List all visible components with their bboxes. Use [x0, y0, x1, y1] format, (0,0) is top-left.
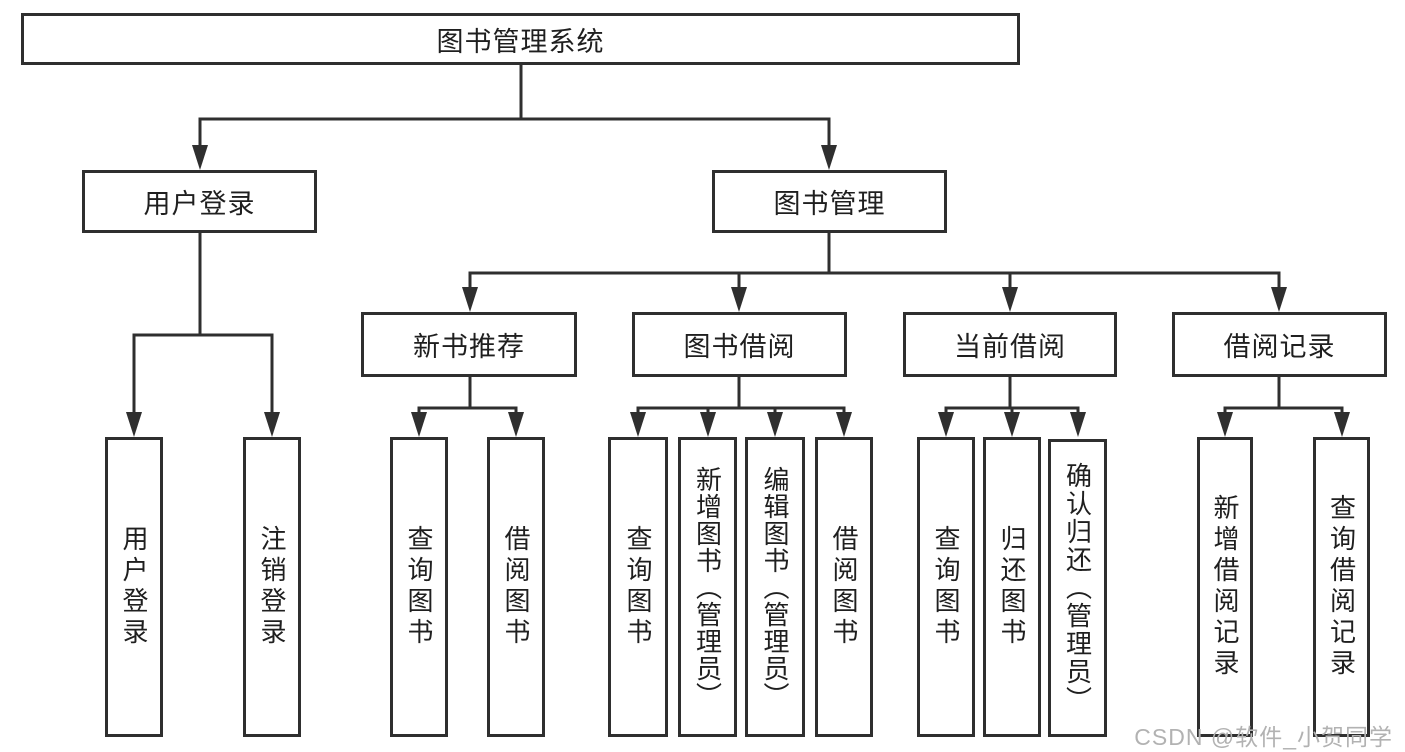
- leaf-borrow-books-borrowing: 借阅图书: [815, 437, 873, 737]
- leaf-borrow-books-recommend: 借阅图书: [487, 437, 545, 737]
- leaf-add-borrow-record: 新增借阅记录: [1197, 437, 1253, 737]
- leaf-confirm-return-admin: 确认归还（管理员）: [1048, 439, 1107, 737]
- node-new-book-recommendation: 新书推荐: [361, 312, 577, 377]
- leaf-logout: 注销登录: [243, 437, 301, 737]
- leaf-edit-books-admin: 编辑图书（管理员）: [745, 437, 805, 737]
- leaf-query-books-borrowing: 查询图书: [608, 437, 668, 737]
- node-book-borrowing: 图书借阅: [632, 312, 847, 377]
- leaf-return-books: 归还图书: [983, 437, 1041, 737]
- node-current-borrowing: 当前借阅: [903, 312, 1117, 377]
- node-book-management: 图书管理: [712, 170, 947, 233]
- csdn-watermark: CSDN @软件_小贺同学: [1134, 724, 1393, 750]
- leaf-user-login: 用户登录: [105, 437, 163, 737]
- node-borrowing-records: 借阅记录: [1172, 312, 1387, 377]
- leaf-query-books-recommend: 查询图书: [390, 437, 448, 737]
- leaf-add-books-admin: 新增图书（管理员）: [678, 437, 737, 737]
- leaf-query-books-current: 查询图书: [917, 437, 975, 737]
- node-user-login: 用户登录: [82, 170, 317, 233]
- node-root-system: 图书管理系统: [21, 13, 1020, 65]
- arrowheads: [126, 145, 1350, 437]
- leaf-query-borrow-record: 查询借阅记录: [1313, 437, 1370, 737]
